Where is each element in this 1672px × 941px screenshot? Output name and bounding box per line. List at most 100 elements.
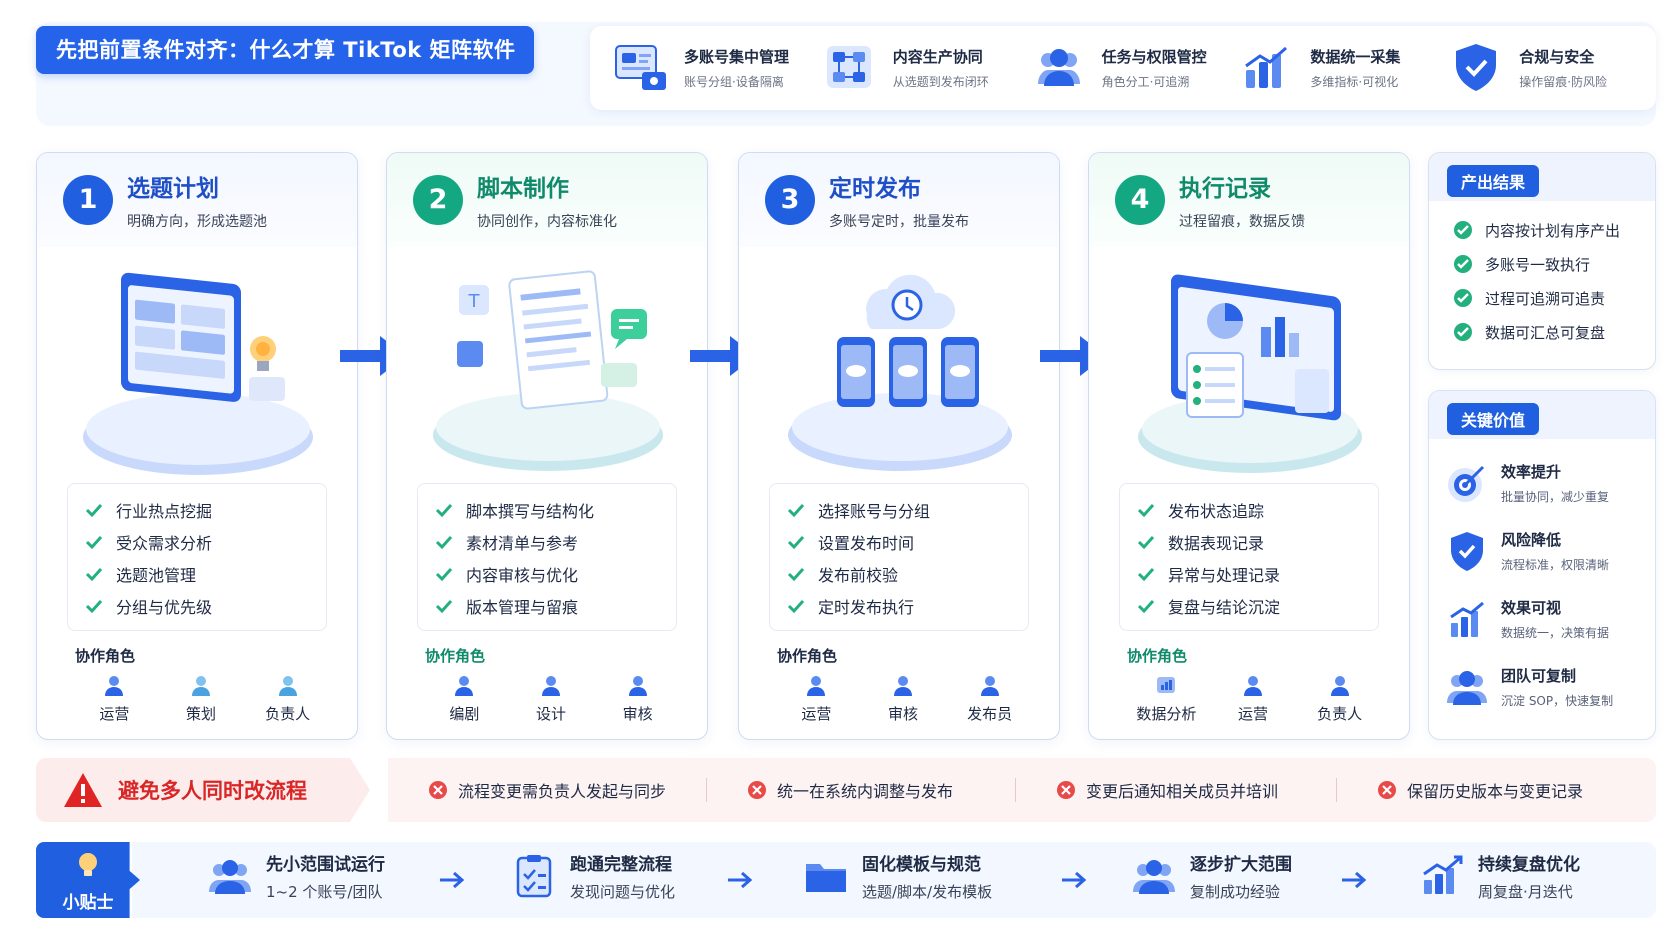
person-icon: [980, 676, 999, 696]
check-circle-icon: [1454, 289, 1472, 307]
outcome-text: 过程可追溯可追责: [1485, 289, 1606, 308]
checklist-text: 脚本撰写与结构化: [466, 502, 595, 521]
check-icon: [1137, 503, 1155, 518]
close-circle-icon: [1378, 781, 1396, 799]
role-label: 审核: [887, 705, 918, 723]
outcome-text: 内容按计划有序产出: [1485, 221, 1621, 240]
feature-title: 多账号集中管理: [684, 48, 790, 66]
check-icon: [1137, 567, 1155, 582]
tip-item: 逐步扩大范围复制成功经验: [1130, 850, 1292, 902]
outcome-item: 过程可追溯可追责: [1429, 281, 1655, 315]
arrow-right-icon: [728, 871, 753, 889]
warning-text: 变更后通知相关成员并培训: [1086, 782, 1279, 801]
role-label: 设计: [535, 705, 566, 723]
checklist-text: 选择账号与分组: [818, 502, 931, 521]
lightbulb-icon: [79, 853, 97, 876]
step-title: 选题计划: [127, 176, 219, 202]
role-label: 数据分析: [1136, 705, 1197, 723]
checklist-item: 数据表现记录: [1136, 526, 1378, 558]
team-icon: [1447, 671, 1487, 705]
tip-item: 固化模板与规范选题/脚本/发布模板: [802, 850, 992, 902]
warning-banner: 避免多人同时改流程: [36, 758, 370, 822]
step-card-1: 1 选题计划明确方向，形成选题池 行业热点挖掘 受众需求分析 选题池管理 分组与…: [36, 152, 358, 740]
step-checklist: 选择账号与分组 设置发布时间 发布前校验 定时发布执行: [769, 483, 1029, 631]
feature-account-management: 多账号集中管理账号分组·设备隔离: [612, 38, 821, 98]
checklist-item: 行业热点挖掘: [84, 494, 326, 526]
check-icon: [85, 599, 103, 614]
checklist-item: 版本管理与留痕: [434, 590, 676, 622]
role: 审核: [868, 673, 938, 729]
shield-icon: [1451, 532, 1483, 571]
checklist-text: 版本管理与留痕: [466, 598, 579, 617]
check-icon: [85, 567, 103, 582]
feature-data-collection: 数据统一采集多维指标·可视化: [1238, 38, 1447, 98]
feature-subtitle: 账号分组·设备隔离: [684, 75, 784, 89]
value-title: 团队可复制: [1501, 667, 1577, 685]
checklist-text: 数据表现记录: [1168, 534, 1265, 553]
step-header: 1 选题计划明确方向，形成选题池: [37, 153, 357, 247]
role-label: 编剧: [449, 705, 480, 723]
divider: [1015, 778, 1016, 802]
feature-title: 任务与权限管控: [1101, 48, 1207, 66]
role-label: 策划: [185, 705, 216, 723]
team-permission-icon: [1037, 49, 1080, 86]
role: 发布员: [955, 673, 1025, 729]
role: 负责人: [253, 673, 323, 729]
warning-items: 流程变更需负责人发起与同步 统一在系统内调整与发布 变更后通知相关成员并培训 保…: [388, 758, 1656, 822]
step-card-4: 4 执行记录过程留痕，数据反馈 发布状态追踪 数据表现记录 异常与处理记录 复盘…: [1088, 152, 1410, 740]
arrow-right-icon: [440, 871, 465, 889]
outcomes-tag: 产出结果: [1447, 165, 1540, 197]
warning-item: 统一在系统内调整与发布: [707, 758, 1015, 822]
feature-title: 合规与安全: [1519, 48, 1595, 66]
step-number: 4: [1115, 175, 1165, 225]
close-circle-icon: [748, 781, 766, 799]
tip-subtitle: 周复盘·月迭代: [1478, 883, 1573, 901]
roles-row: 运营 策划 负责人: [71, 673, 331, 729]
feature-subtitle: 多维指标·可视化: [1310, 75, 1399, 89]
warning-item: 流程变更需负责人发起与同步: [388, 758, 706, 822]
tip-title: 跑通完整流程: [570, 855, 672, 875]
checklist-text: 行业热点挖掘: [116, 502, 213, 521]
checklist-text: 选题池管理: [116, 566, 197, 585]
role: 编剧: [429, 673, 499, 729]
feature-task-permission: 任务与权限管控角色分工·可追溯: [1030, 38, 1239, 98]
values-panel: 关键价值 效率提升批量协同，减少重复 风险降低流程标准，权限清晰 效果可视数据统…: [1428, 390, 1656, 740]
step-title: 定时发布: [829, 176, 921, 202]
warning-item: 保留历史版本与变更记录: [1337, 758, 1647, 822]
shield-icon: [1456, 44, 1497, 91]
warning-item: 变更后通知相关成员并培训: [1016, 758, 1336, 822]
value-title: 风险降低: [1501, 531, 1562, 549]
check-circle-icon: [1454, 323, 1472, 341]
checklist-item: 脚本撰写与结构化: [434, 494, 676, 526]
person-icon: [455, 676, 474, 696]
person-icon: [541, 676, 560, 696]
person-icon: [1330, 676, 1349, 696]
dashboard-illustration: [1125, 257, 1375, 627]
divider: [1336, 778, 1337, 802]
outcomes-panel: 产出结果 内容按计划有序产出 多账号一致执行 过程可追溯可追责 数据可汇总可复盘: [1428, 152, 1656, 370]
checklist-item: 发布状态追踪: [1136, 494, 1378, 526]
check-circle-icon: [1454, 255, 1472, 273]
tip-subtitle: 发现问题与优化: [570, 883, 676, 901]
tip-item: 持续复盘优化周复盘·月迭代: [1418, 850, 1580, 902]
check-icon: [787, 567, 805, 582]
role-label: 发布员: [967, 705, 1013, 723]
checklist-item: 定时发布执行: [786, 590, 1028, 622]
role-label: 审核: [622, 705, 653, 723]
tips-badge: 小贴士: [36, 842, 140, 918]
tip-item: 跑通完整流程发现问题与优化: [510, 850, 675, 902]
role: 运营: [1218, 673, 1288, 729]
person-icon: [893, 676, 912, 696]
step-subtitle: 协同创作，内容标准化: [477, 214, 617, 230]
checklist-item: 异常与处理记录: [1136, 558, 1378, 590]
values-tag: 关键价值: [1447, 403, 1540, 435]
step-title: 执行记录: [1179, 176, 1271, 202]
team-icon: [209, 860, 251, 894]
arrow-right-icon: [1062, 871, 1087, 889]
warning-text: 流程变更需负责人发起与同步: [458, 782, 667, 801]
checklist-text: 发布状态追踪: [1168, 502, 1265, 521]
roles-title: 协作角色: [777, 647, 838, 665]
